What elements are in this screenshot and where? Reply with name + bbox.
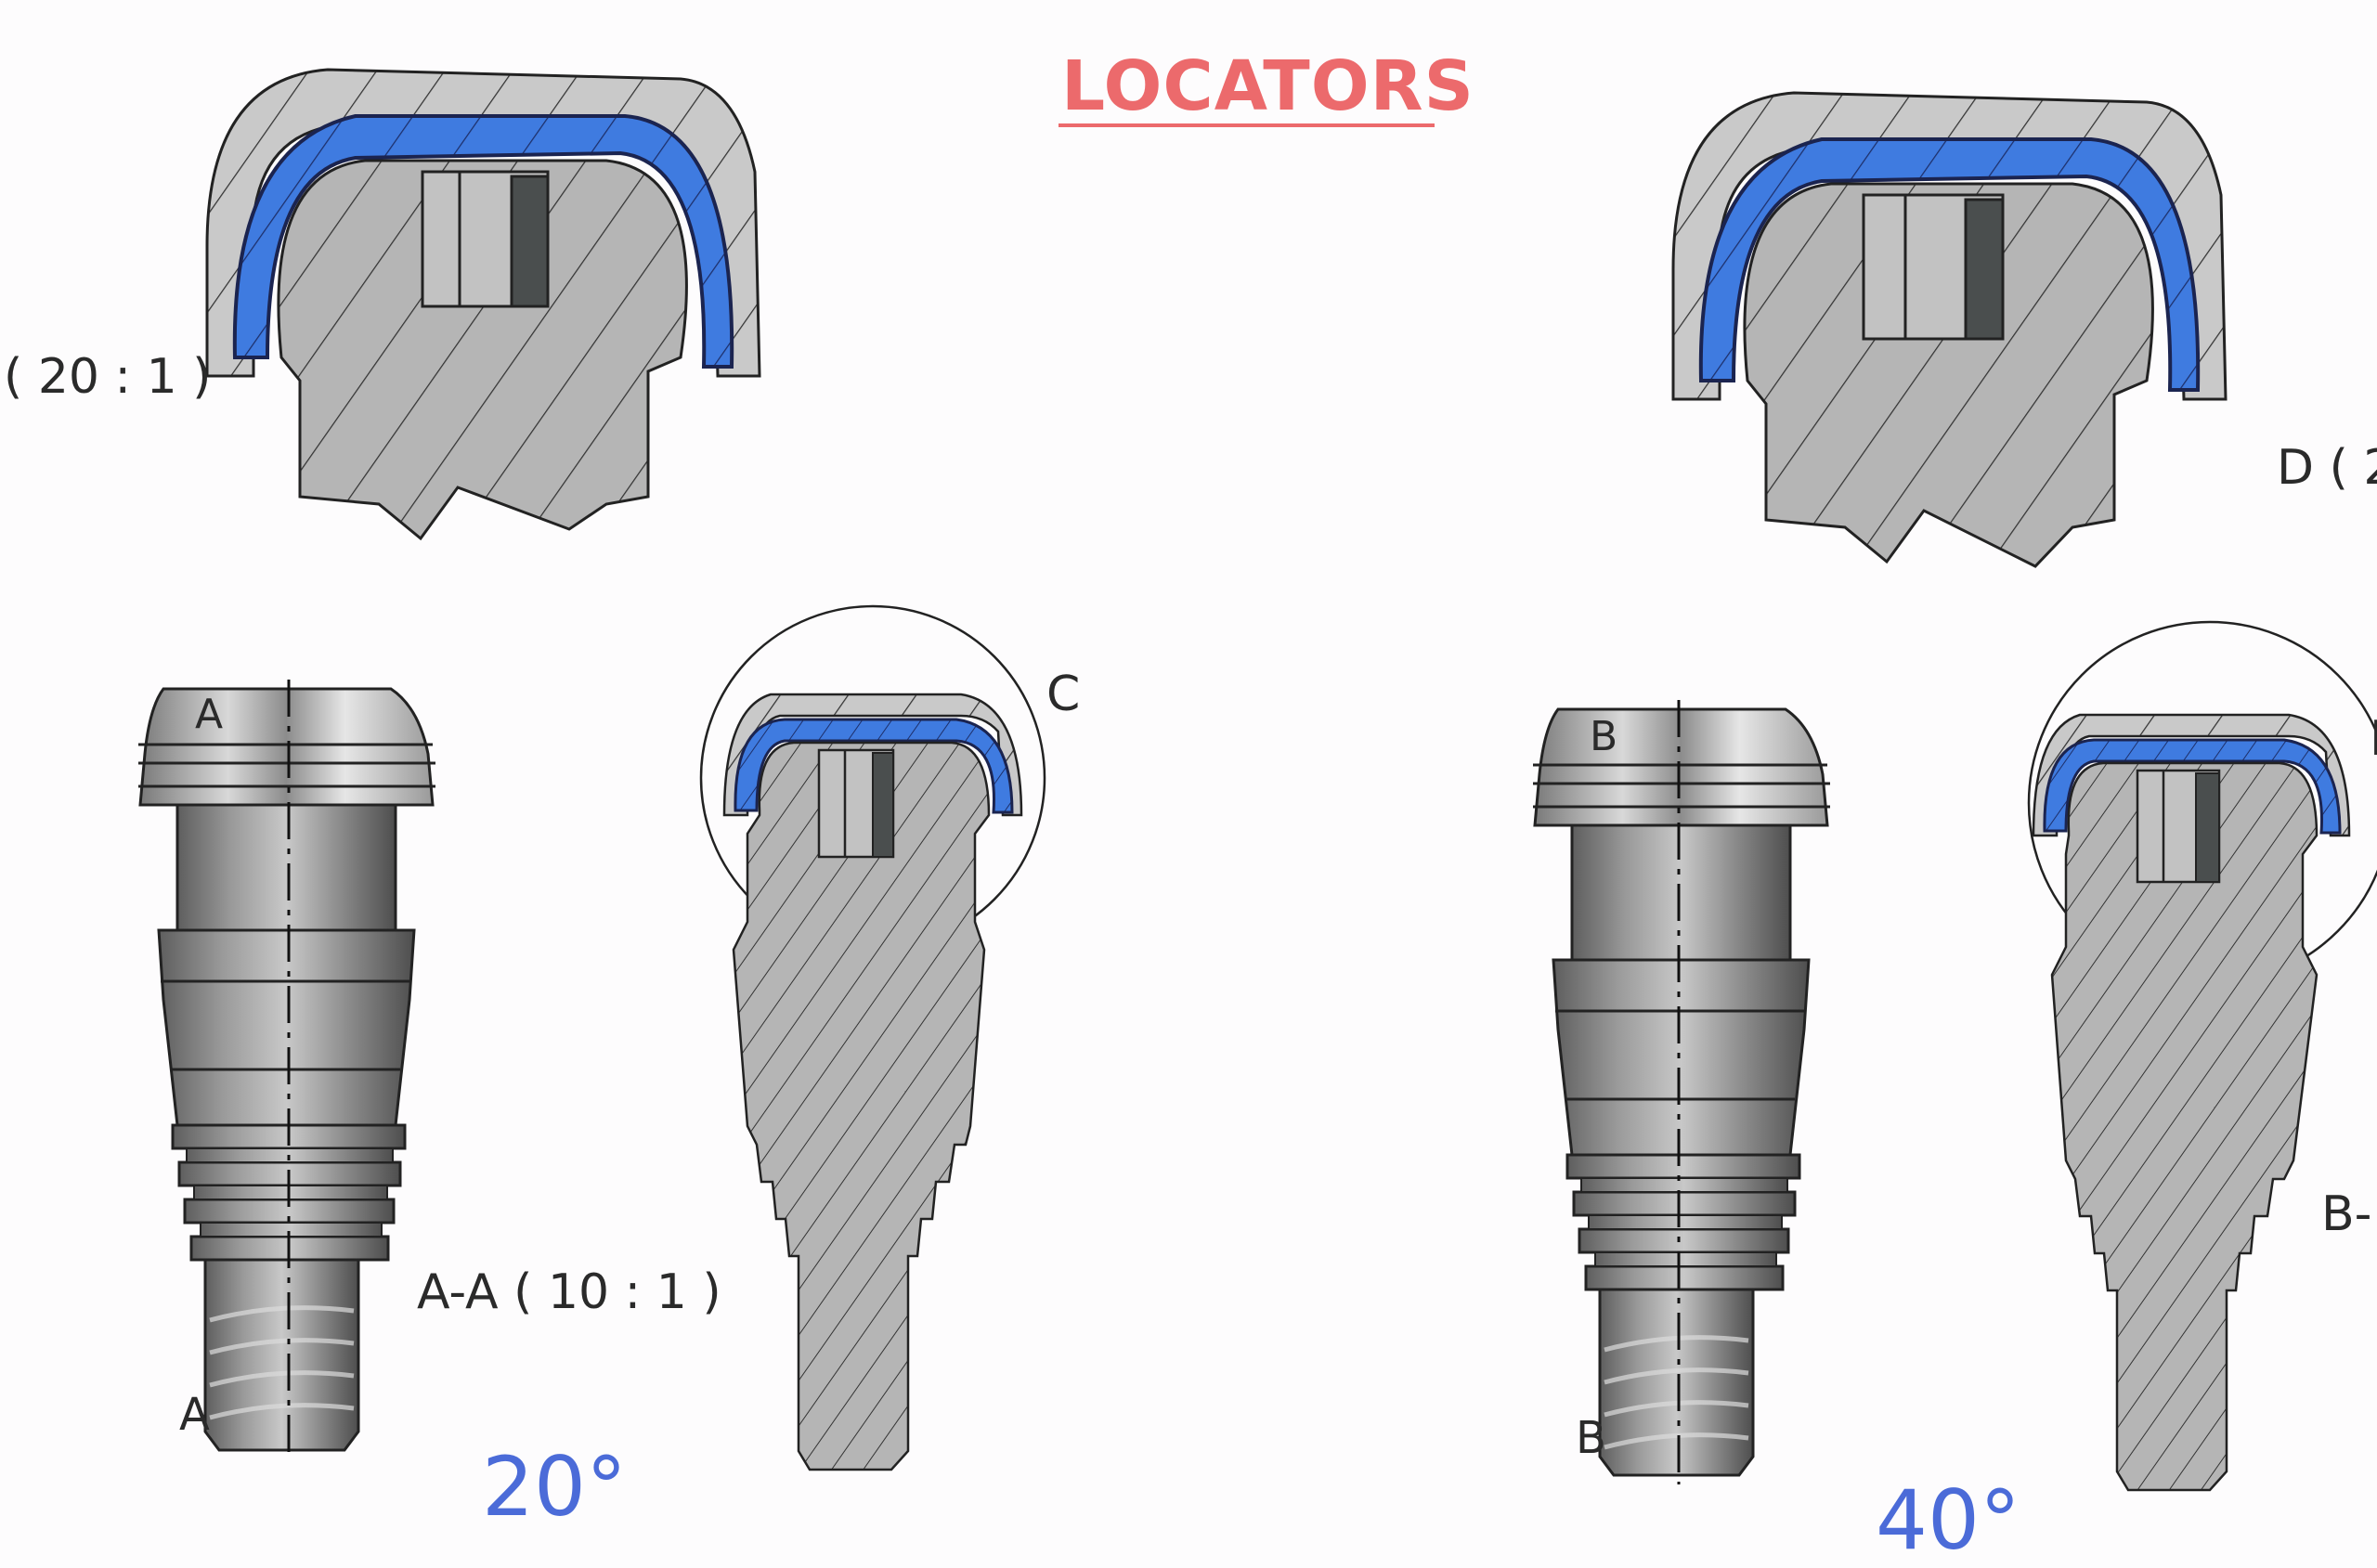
scale-label-right: D ( 2 <box>2277 440 2377 496</box>
page-title: LOCATORS <box>1061 46 1474 126</box>
section-marker-b-bottom: B <box>1576 1412 1606 1464</box>
detail-circle-label-c: C <box>1046 667 1081 722</box>
locator-exterior-right <box>1533 700 1830 1484</box>
detail-view-right <box>1671 91 2228 568</box>
section-label-b-b: B- <box>2321 1186 2372 1242</box>
angle-label-40: 40° <box>1876 1472 2020 1568</box>
detail-view-left <box>205 68 761 541</box>
angle-label-20: 20° <box>482 1439 627 1535</box>
title-underline <box>1059 123 1435 127</box>
locator-exterior-left <box>138 680 435 1459</box>
section-marker-a-top: A <box>195 691 224 738</box>
section-marker-b-top: B <box>1590 713 1618 760</box>
section-view-right <box>2027 620 2377 1492</box>
scale-label-left: ( 20 : 1 ) <box>4 349 212 405</box>
section-view-left <box>699 604 1046 1471</box>
section-label-a-a: A-A ( 10 : 1 ) <box>417 1264 721 1320</box>
section-marker-a-bottom: A <box>179 1389 210 1441</box>
detail-circle-label-d: I <box>2370 711 2377 767</box>
